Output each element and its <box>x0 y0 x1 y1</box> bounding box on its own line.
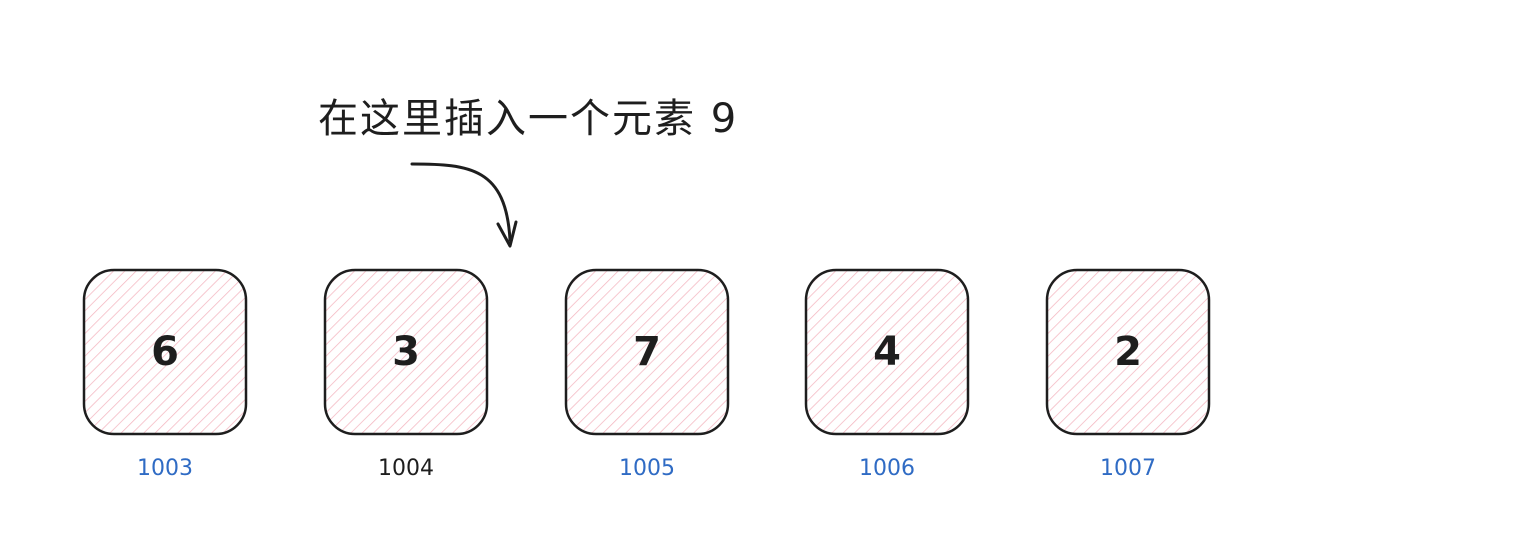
cell-address: 1003 <box>137 456 193 481</box>
cell-box <box>323 268 489 436</box>
cell-box <box>804 268 970 436</box>
array-cell: 3 <box>323 268 489 436</box>
cell-box <box>1045 268 1211 436</box>
array-cell: 4 <box>804 268 970 436</box>
cell-address: 1005 <box>619 456 675 481</box>
cell-value: 2 <box>1114 329 1142 375</box>
cell-value: 4 <box>873 329 901 375</box>
insert-annotation: 在这里插入一个元素 9 <box>318 96 739 142</box>
cell-address: 1006 <box>859 456 915 481</box>
array-cell: 6 <box>82 268 248 436</box>
cell-address: 1004 <box>378 456 434 481</box>
array-cell: 7 <box>564 268 730 436</box>
cell-value: 3 <box>392 329 420 375</box>
cell-value: 7 <box>633 329 661 375</box>
cell-value: 6 <box>151 329 179 375</box>
cell-box <box>82 268 248 436</box>
array-cell: 2 <box>1045 268 1211 436</box>
cell-box <box>564 268 730 436</box>
cell-address: 1007 <box>1100 456 1156 481</box>
